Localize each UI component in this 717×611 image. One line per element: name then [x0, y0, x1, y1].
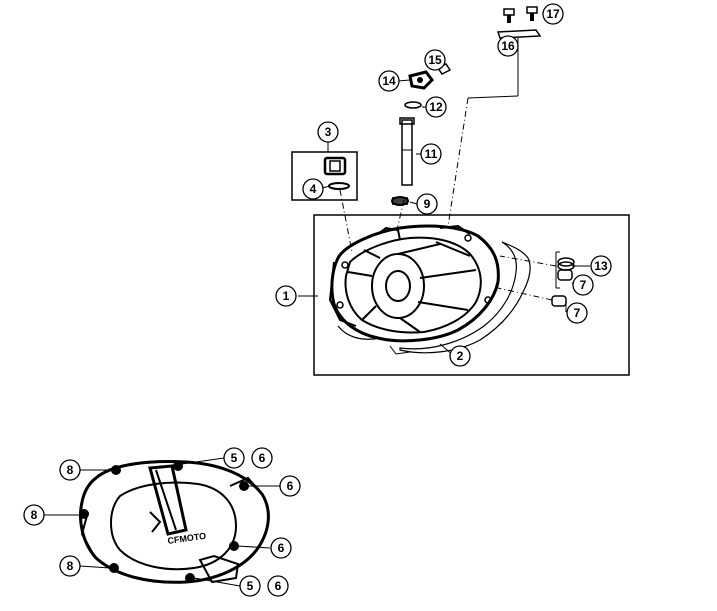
callout-6-lower-right: 6	[270, 537, 292, 559]
svg-text:2: 2	[457, 349, 464, 363]
svg-text:12: 12	[429, 100, 443, 114]
callout-5-bottom: 5	[239, 575, 261, 597]
callout-1: 1	[275, 285, 297, 307]
callout-15: 15	[424, 49, 446, 71]
callout-6-bottom: 6	[267, 575, 289, 597]
svg-text:6: 6	[287, 479, 294, 493]
svg-text:17: 17	[546, 7, 560, 21]
shaft-part	[391, 101, 422, 206]
svg-text:1: 1	[283, 289, 290, 303]
callout-14: 14	[378, 70, 400, 92]
callout-17: 17	[542, 3, 564, 25]
svg-text:5: 5	[247, 579, 254, 593]
svg-text:16: 16	[501, 39, 515, 53]
callout-11: 11	[420, 143, 442, 165]
cover-assembly-frame	[313, 214, 630, 376]
callout-8-bottom: 8	[59, 555, 81, 577]
svg-text:5: 5	[231, 451, 238, 465]
callout-4: 4	[302, 178, 324, 200]
svg-text:11: 11	[425, 147, 438, 161]
breather-assembly-frame	[291, 151, 358, 201]
clutch-cover-part	[328, 224, 500, 343]
seal-and-bushings	[551, 251, 575, 307]
callout-8-middle: 8	[23, 504, 45, 526]
callout-13: 13	[590, 255, 612, 277]
callout-5-top: 5	[223, 447, 245, 469]
svg-text:7: 7	[580, 278, 587, 292]
callout-2: 2	[449, 345, 471, 367]
svg-text:3: 3	[325, 125, 332, 139]
assembled-cover-part: CFMOTO	[79, 460, 270, 584]
svg-text:7: 7	[574, 306, 581, 320]
callout-7-upper: 7	[572, 274, 594, 296]
callout-9: 9	[416, 193, 438, 215]
callout-7-lower: 7	[566, 302, 588, 324]
breather-part	[323, 156, 350, 190]
svg-text:14: 14	[382, 74, 396, 88]
callout-6-top: 6	[251, 447, 273, 469]
callout-16: 16	[497, 35, 519, 57]
svg-text:8: 8	[31, 508, 38, 522]
lower-leader-lines	[44, 457, 280, 587]
gasket-part	[337, 241, 531, 355]
svg-text:8: 8	[67, 463, 74, 477]
svg-text:15: 15	[428, 53, 442, 67]
callout-3: 3	[317, 121, 339, 143]
svg-text:8: 8	[67, 559, 74, 573]
svg-text:13: 13	[594, 259, 608, 273]
svg-text:9: 9	[424, 197, 431, 211]
svg-text:6: 6	[278, 541, 285, 555]
svg-text:4: 4	[310, 182, 317, 196]
callout-8-top: 8	[59, 459, 81, 481]
callout-6-upper-right: 6	[279, 475, 301, 497]
svg-text:6: 6	[275, 579, 282, 593]
callout-12: 12	[425, 96, 447, 118]
svg-text:6: 6	[259, 451, 266, 465]
